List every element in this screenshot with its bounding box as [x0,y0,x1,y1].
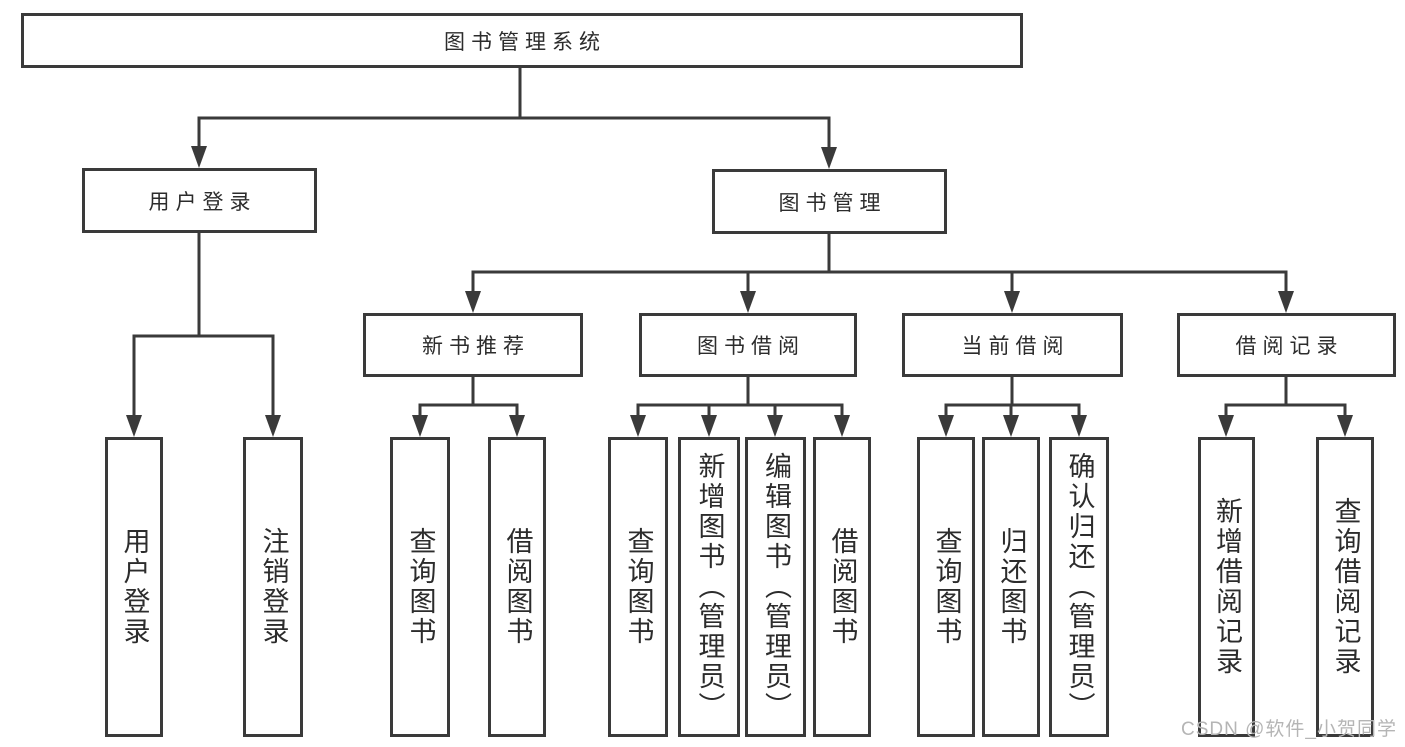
leaf-borrow-books: 借阅图书 [813,437,871,737]
leaf-borrow-books-recommend: 借阅图书 [488,437,546,737]
leaf-logout: 注销登录 [243,437,303,737]
node-book-management: 图书管理 [712,169,947,234]
leaf-query-books-current: 查询图书 [917,437,975,737]
csdn-watermark: CSDN @软件_小贺同学 [1181,719,1397,740]
connector-records-to-leaves [1218,375,1353,437]
leaf-add-books-admin: 新增图书（管理员） [678,437,740,737]
leaf-return-books-label: 归还图书 [996,527,1027,647]
leaf-query-books-recommend-label: 查询图书 [405,527,436,647]
node-root: 图书管理系统 [21,13,1023,68]
connector-mgmt-to-level2 [465,232,1294,313]
leaf-confirm-return-admin-label: 确认归还（管理员） [1064,452,1095,722]
leaf-query-borrow-record-label: 查询借阅记录 [1330,497,1361,677]
leaf-add-borrow-record: 新增借阅记录 [1198,437,1255,737]
node-current-borrow: 当前借阅 [902,313,1123,377]
connector-root-to-level1 [191,66,837,169]
node-book-borrow: 图书借阅 [639,313,857,377]
leaf-query-borrow-record: 查询借阅记录 [1316,437,1374,737]
leaf-return-books: 归还图书 [982,437,1040,737]
connector-login-to-leaves [126,231,281,437]
node-book-management-label: 图书管理 [778,191,887,215]
leaf-user-login: 用户登录 [105,437,163,737]
node-new-book-recommend-label: 新书推荐 [422,335,530,358]
leaf-confirm-return-admin: 确认归还（管理员） [1049,437,1109,737]
leaf-query-books-borrow-label: 查询图书 [623,527,654,647]
leaf-add-borrow-record-label: 新增借阅记录 [1212,497,1242,677]
leaf-query-books-current-label: 查询图书 [931,527,962,647]
leaf-user-login-label: 用户登录 [119,527,150,647]
leaf-logout-label: 注销登录 [258,527,289,647]
leaf-add-books-admin-label: 新增图书（管理员） [694,452,725,722]
node-borrow-records: 借阅记录 [1177,313,1396,377]
node-borrow-records-label: 借阅记录 [1235,335,1344,358]
leaf-query-books-recommend: 查询图书 [390,437,450,737]
node-root-label: 图书管理系统 [444,30,606,54]
leaf-borrow-books-label: 借阅图书 [827,527,858,647]
connector-newbooks-to-leaves [412,375,525,437]
connector-current-to-leaves [938,375,1087,437]
node-new-book-recommend: 新书推荐 [363,313,583,377]
node-user-login-label: 用户登录 [148,190,257,214]
leaf-edit-books-admin-label: 编辑图书（管理员） [761,452,791,722]
node-book-borrow-label: 图书借阅 [697,335,805,358]
leaf-query-books-borrow: 查询图书 [608,437,668,737]
node-user-login: 用户登录 [82,168,317,233]
connector-borrow-to-leaves [630,375,850,437]
leaf-edit-books-admin: 编辑图书（管理员） [745,437,806,737]
node-current-borrow-label: 当前借阅 [961,335,1070,358]
leaf-borrow-books-recommend-label: 借阅图书 [502,527,533,647]
